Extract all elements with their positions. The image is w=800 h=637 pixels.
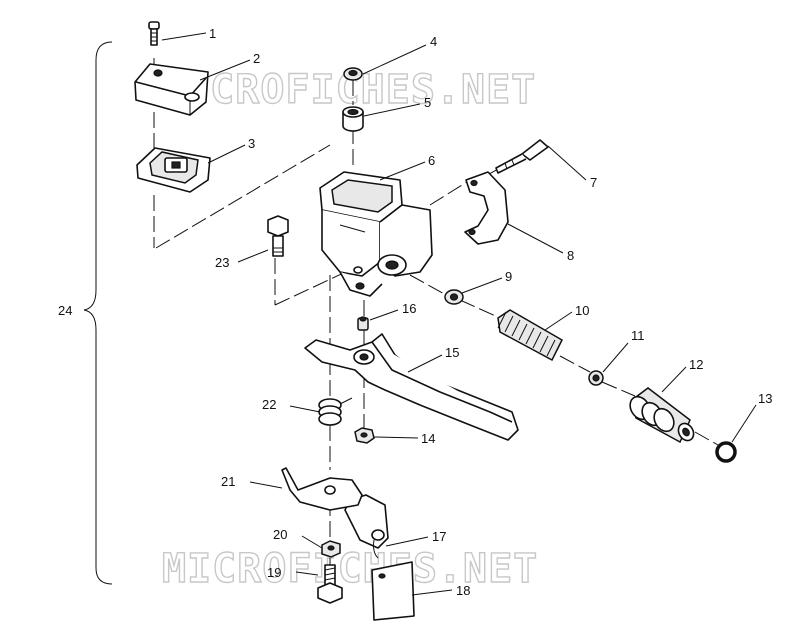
callout-5: 5 — [424, 95, 431, 110]
callout-15: 15 — [445, 345, 459, 360]
callout-8: 8 — [567, 248, 574, 263]
callout-9: 9 — [505, 269, 512, 284]
callout-22: 22 — [262, 397, 276, 412]
diaphragm-3 — [136, 147, 211, 193]
screw-1 — [148, 21, 160, 46]
o-ring-13 — [715, 441, 737, 463]
callout-11: 11 — [631, 328, 645, 343]
nut-14 — [354, 427, 375, 444]
nut-20 — [321, 540, 341, 558]
reservoir-cover-2 — [134, 63, 209, 116]
callout-13: 13 — [758, 391, 772, 406]
assembly-lines — [153, 58, 719, 570]
callout-17: 17 — [432, 529, 446, 544]
piston-12 — [629, 387, 695, 444]
bushing-5 — [342, 106, 364, 132]
master-cylinder-body-6 — [319, 171, 433, 297]
callout-2: 2 — [253, 51, 260, 66]
callout-10: 10 — [575, 303, 589, 318]
callout-1: 1 — [209, 26, 216, 41]
bolt-7 — [495, 139, 549, 174]
screw-19 — [317, 564, 343, 604]
assembly-label: 24 — [58, 303, 72, 318]
washer-4 — [343, 67, 363, 81]
callout-4: 4 — [430, 34, 437, 49]
brake-lever-15 — [304, 333, 519, 441]
callout-18: 18 — [456, 583, 470, 598]
switch-pad-18 — [371, 561, 415, 621]
callout-labels: 1 2 3 4 5 6 7 8 9 10 11 12 13 14 15 16 1… — [209, 26, 772, 598]
spring-10 — [497, 309, 563, 362]
pivot-bolt-23 — [267, 215, 289, 257]
washer-9 — [444, 289, 464, 305]
switch-bracket-17 — [344, 494, 389, 559]
callout-12: 12 — [689, 357, 703, 372]
callout-21: 21 — [221, 474, 235, 489]
callout-3: 3 — [248, 136, 255, 151]
callout-14: 14 — [421, 431, 435, 446]
watermark-bottom: MICROFICHES.NET — [162, 546, 538, 592]
callout-23: 23 — [215, 255, 229, 270]
handlebar-clamp-8 — [464, 171, 509, 245]
callout-6: 6 — [428, 153, 435, 168]
callout-7: 7 — [590, 175, 597, 190]
bracket-21 — [281, 467, 363, 511]
assembly-brace — [83, 41, 113, 585]
callout-16: 16 — [402, 301, 416, 316]
washer-11 — [588, 370, 604, 386]
leader-lines — [161, 32, 757, 596]
pivot-bushing-16 — [357, 316, 369, 331]
torsion-spring-22 — [318, 397, 353, 426]
callout-19: 19 — [267, 565, 281, 580]
callout-20: 20 — [273, 527, 287, 542]
